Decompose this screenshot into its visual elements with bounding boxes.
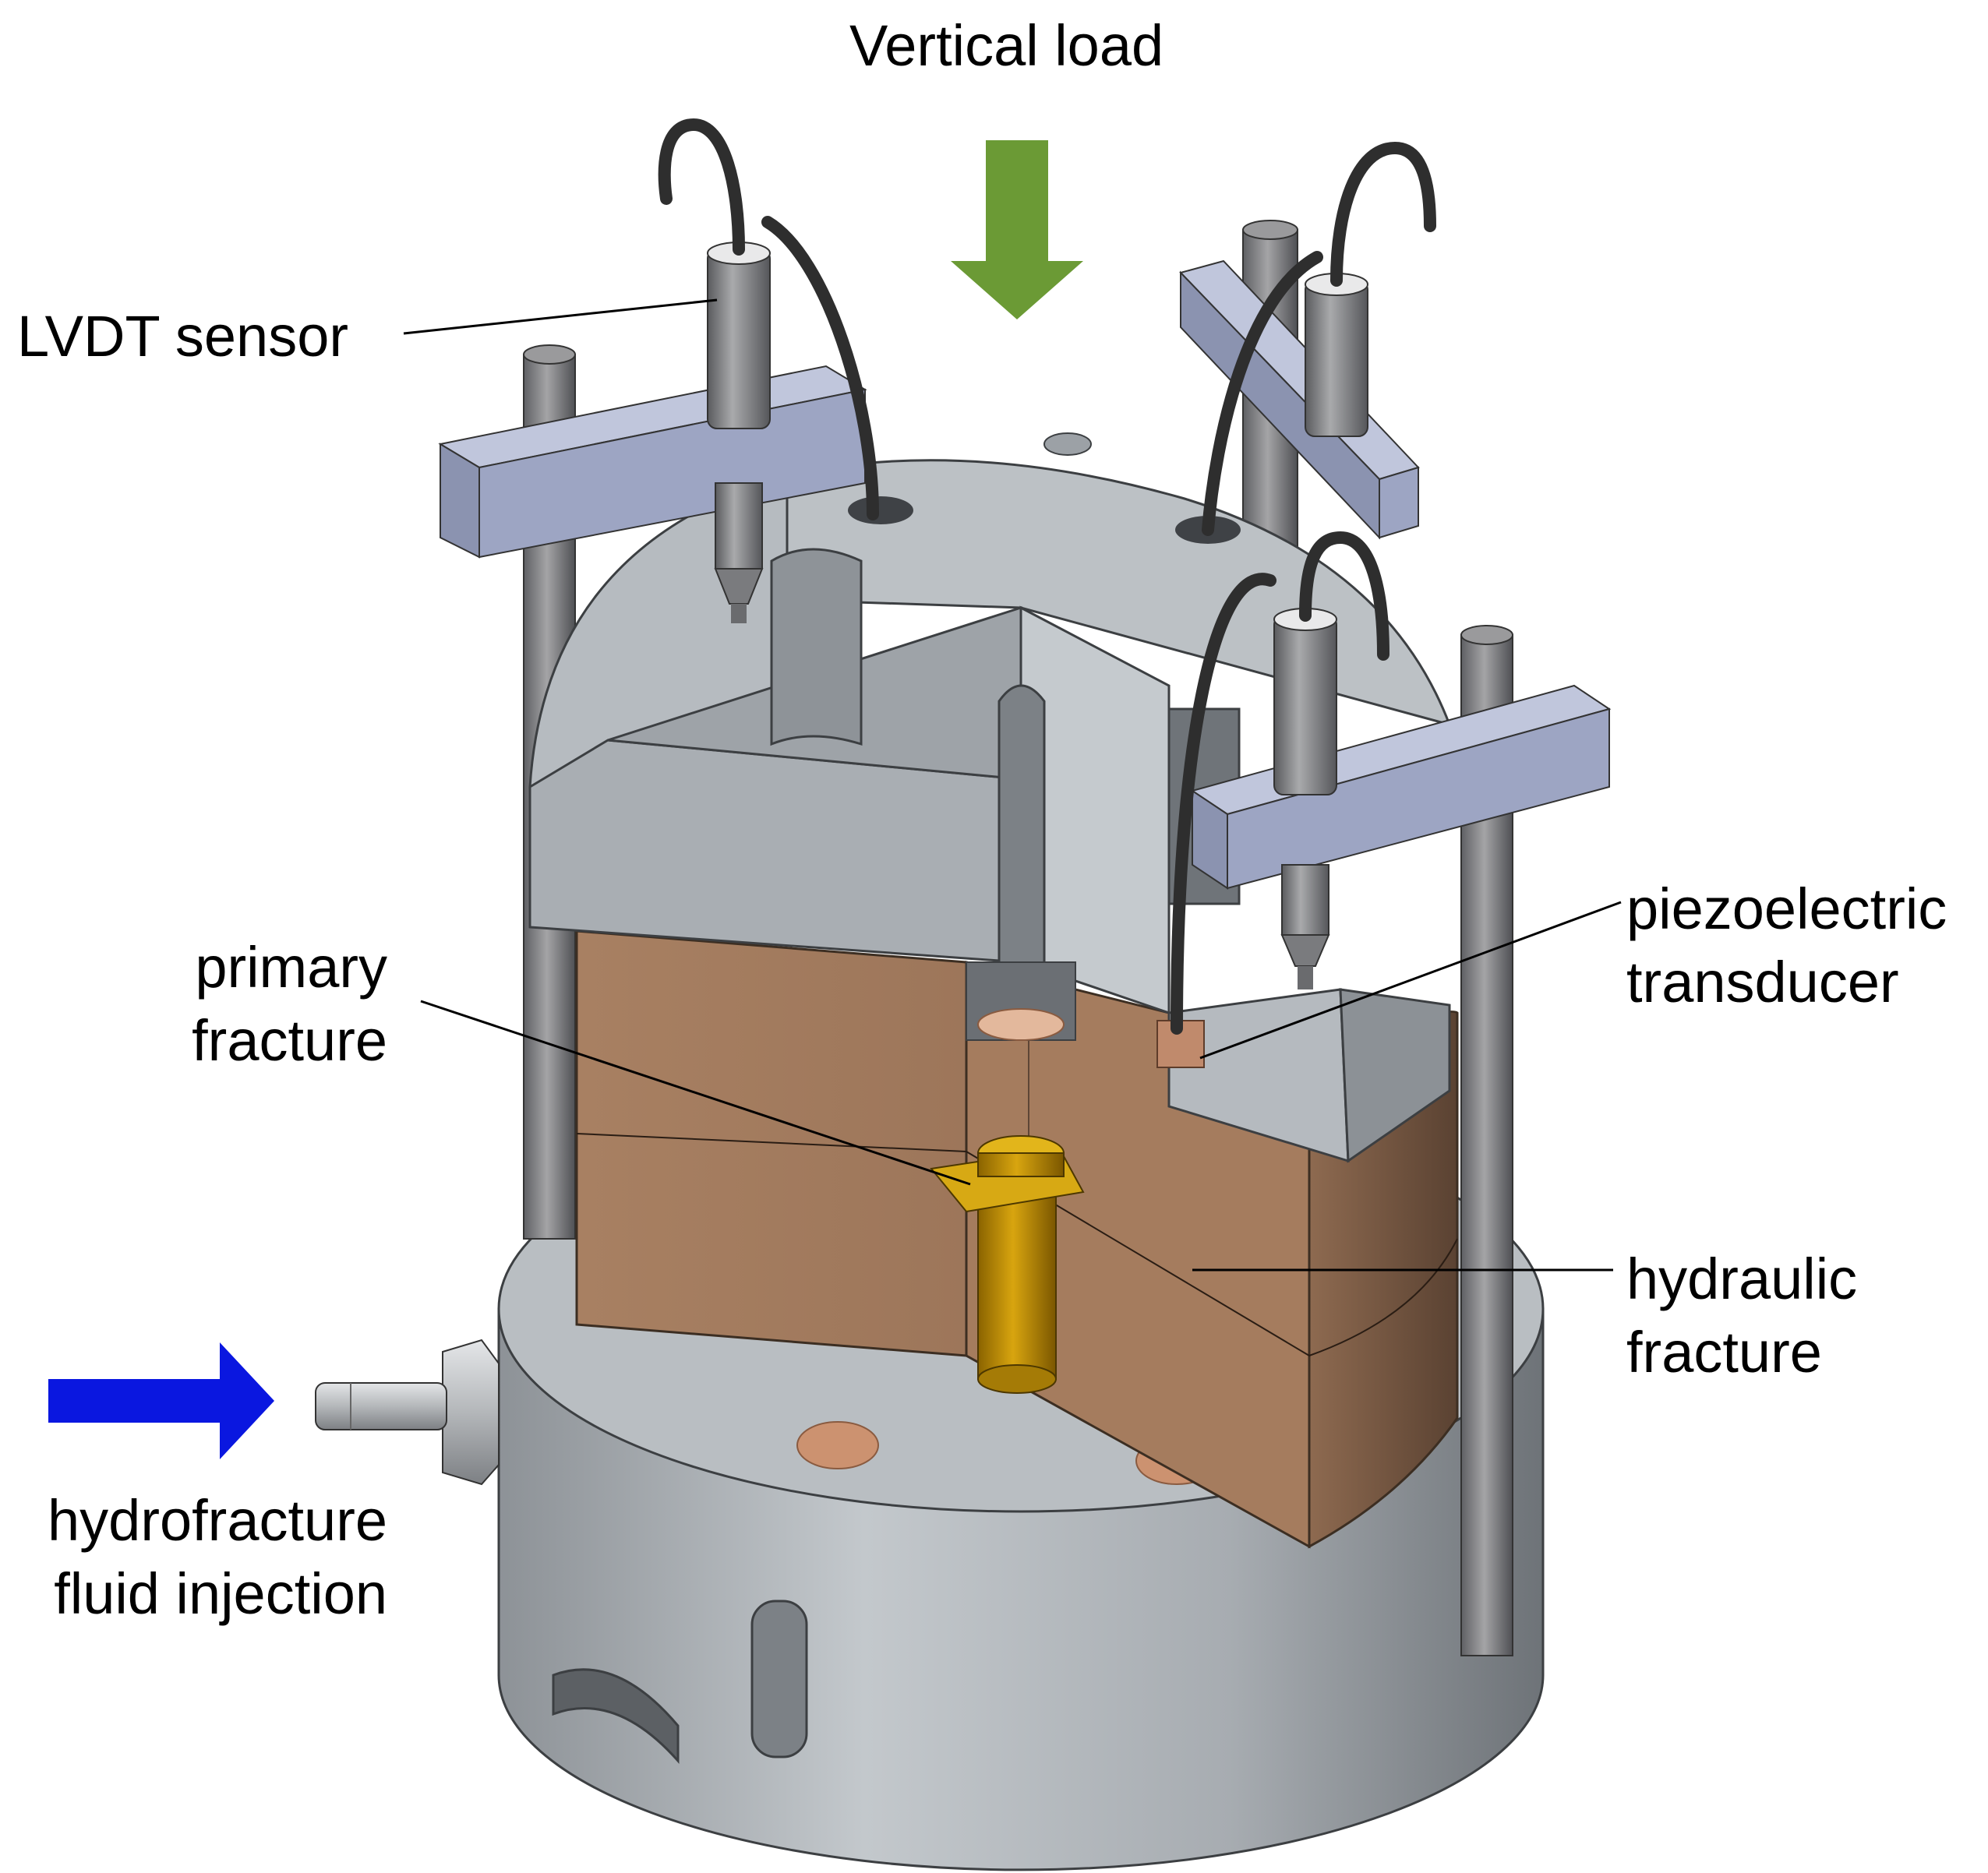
lvdt-sensor-label: LVDT sensor — [17, 304, 348, 369]
leader-primary-fracture — [420, 1000, 971, 1186]
vertical-load-arrow — [951, 140, 1083, 319]
primary-fracture-line2: fracture — [192, 1008, 387, 1073]
primary-fracture-line1: primary — [195, 935, 387, 1000]
lvdt-left — [707, 242, 771, 623]
leader-lvdt-sensor — [403, 298, 718, 335]
cables — [658, 118, 1436, 1035]
primary-fracture-line — [576, 1133, 967, 1152]
fluid-injection-line2: fluid injection — [54, 1561, 387, 1626]
lvdt-right-back — [1305, 273, 1368, 437]
piezoelectric-transducer-line2: transducer — [1626, 950, 1899, 1014]
leader-lines — [403, 298, 1622, 1272]
piezoelectric-transducer-line1: piezoelectric — [1626, 877, 1947, 941]
vertical-load-label: Vertical load — [849, 13, 1164, 78]
fluid-injection-arrow — [48, 1342, 274, 1459]
hydraulic-fracture-line — [966, 1151, 1458, 1357]
primary-fracture-label: primary fracture — [192, 931, 387, 1078]
hydraulic-fracture-line2: fracture — [1626, 1320, 1822, 1384]
hydraulic-fracture-label: hydraulic fracture — [1626, 1243, 1857, 1389]
piezoelectric-transducer-label: piezoelectric transducer — [1626, 873, 1947, 1019]
hydraulic-fracture-line1: hydraulic — [1626, 1247, 1858, 1311]
inlet-fitting — [315, 1339, 500, 1486]
fluid-injection-label: hydrofracture fluid injection — [48, 1484, 387, 1631]
lvdt-sensors — [707, 242, 1368, 989]
leader-piezoelectric-transducer — [1199, 901, 1622, 1060]
injection-tube — [930, 1135, 1085, 1394]
fluid-injection-line1: hydrofracture — [48, 1488, 387, 1553]
